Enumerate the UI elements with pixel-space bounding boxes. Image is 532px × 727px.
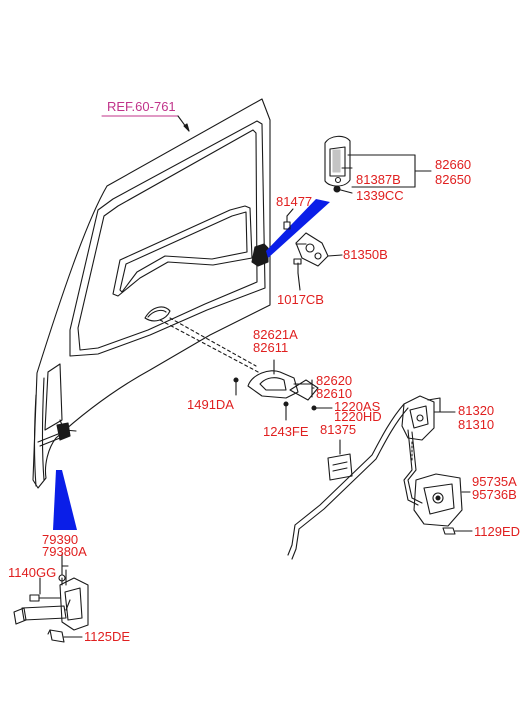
label-1220AS: 1220AS	[334, 399, 381, 414]
label-1129ED: 1129ED	[474, 524, 521, 539]
dashed-leaders	[159, 317, 261, 374]
label-1339CC: 1339CC	[356, 188, 404, 203]
handle-bracket	[293, 232, 343, 291]
highlight-wedges	[53, 199, 330, 530]
label-82620: 82620	[316, 373, 353, 388]
label-79380A: 79380A	[42, 544, 87, 559]
label-82660: 82660	[435, 157, 472, 172]
ref-label: REF.60-761	[107, 99, 176, 114]
label-82611: 82611	[253, 340, 289, 355]
label-95736B: 95736B	[472, 487, 517, 502]
screw-81477	[283, 208, 294, 230]
label-81350B: 81350B	[343, 247, 388, 262]
label-82610: 82610	[316, 386, 353, 401]
label-81387B: 81387B	[356, 172, 401, 187]
bezel-81375	[327, 439, 353, 481]
label-1125DE: 1125DE	[84, 629, 131, 644]
label-1243FE: 1243FE	[263, 424, 309, 439]
ref-leader	[101, 115, 190, 132]
label-81310: 81310	[458, 417, 495, 432]
label-81375: 81375	[320, 422, 357, 437]
label-1491DA: 1491DA	[187, 397, 234, 412]
label-82621A: 82621A	[253, 327, 298, 342]
label-82650: 82650	[435, 172, 472, 187]
outside-handle	[324, 135, 353, 194]
label-81320: 81320	[458, 403, 495, 418]
door-lock	[287, 395, 456, 560]
label-81477: 81477	[276, 194, 313, 209]
label-79390: 79390	[42, 532, 79, 547]
label-95735A: 95735A	[472, 474, 517, 489]
wedge-handle	[266, 199, 330, 258]
label-1220HD: 1220HD	[334, 409, 382, 424]
wedge-checker	[53, 470, 77, 530]
misc-leaders	[39, 243, 307, 595]
handle-leaders	[341, 154, 432, 188]
inside-handle	[233, 359, 333, 421]
label-1140GG: 1140GG	[8, 565, 57, 580]
latch-striker	[413, 473, 473, 535]
door-checker	[13, 553, 89, 643]
label-1017CB: 1017CB	[277, 292, 324, 307]
door-panel	[32, 98, 271, 489]
